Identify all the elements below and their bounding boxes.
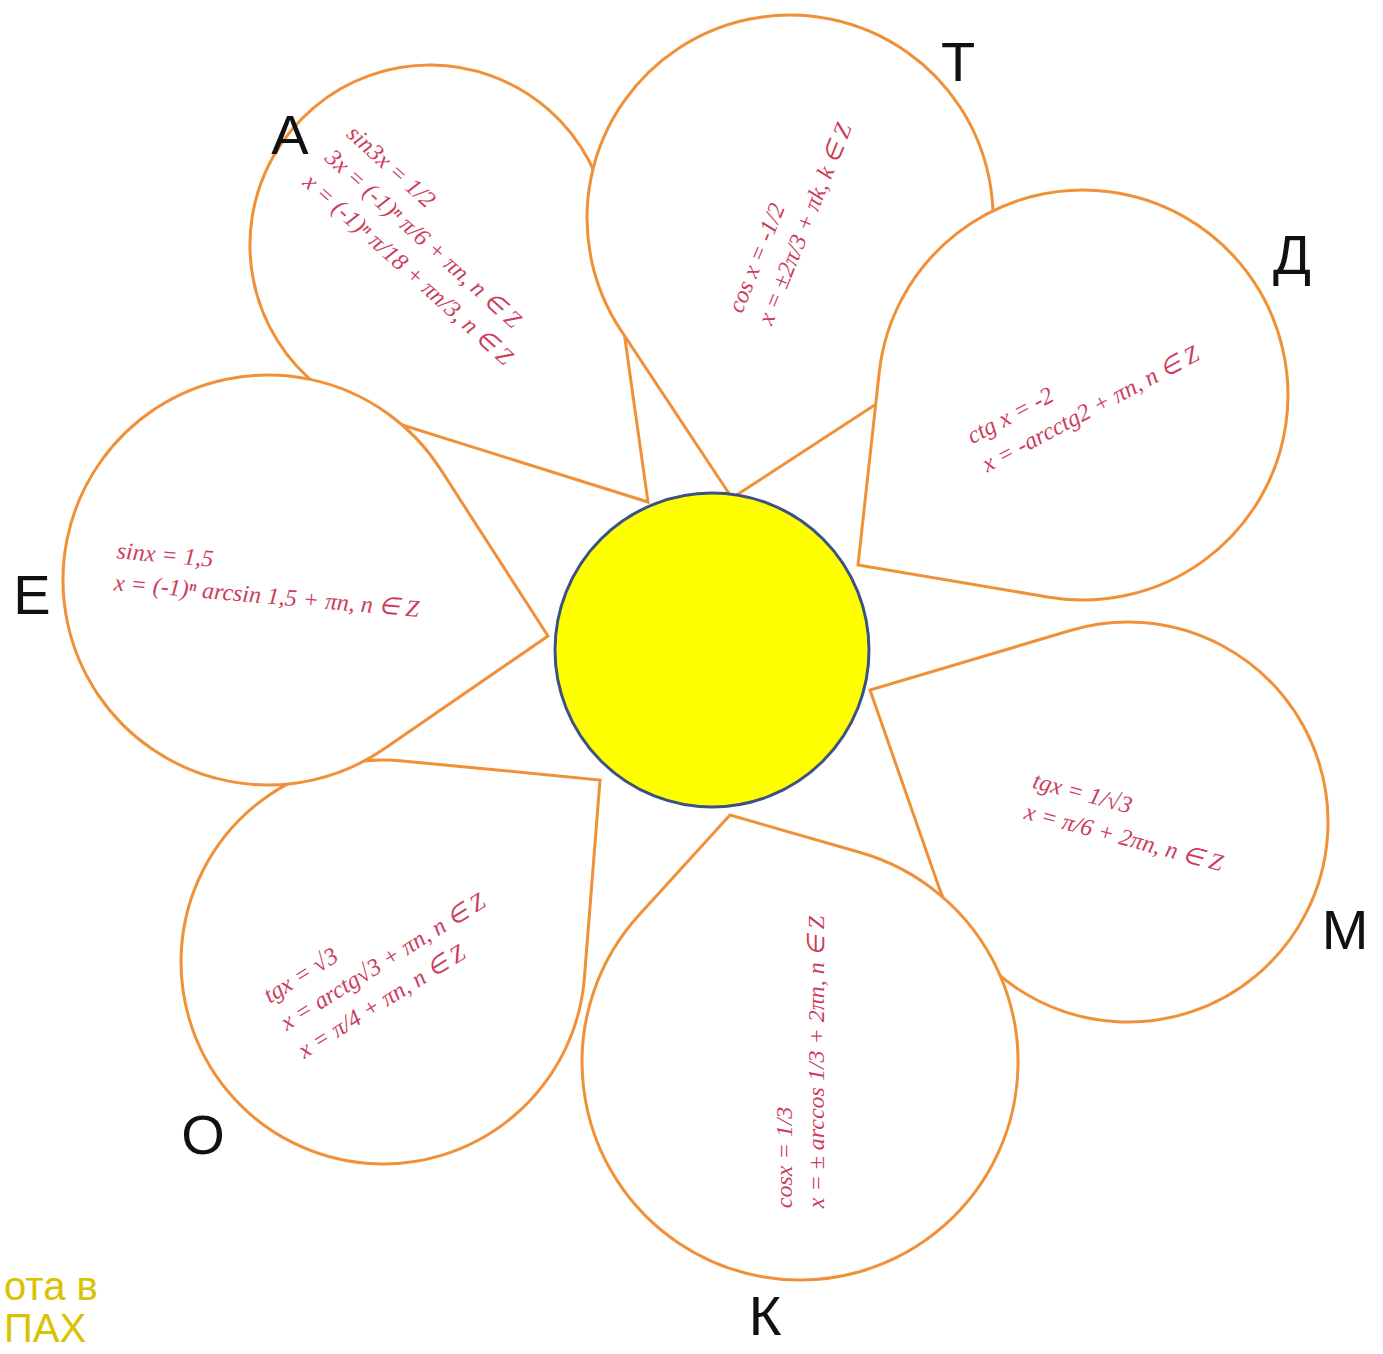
- petal-outline: [582, 844, 1018, 1280]
- flower-petal: Дctg x = -2x = -arcctg2 + πn, n ∈ Z: [878, 190, 1288, 600]
- petal-letter: М: [1322, 902, 1369, 958]
- petal-letter: Т: [941, 34, 975, 90]
- petal-letter: О: [181, 1107, 225, 1163]
- petal-letter: К: [749, 1288, 782, 1344]
- petal-text-group: cosx = 1/3x = ± arccos 1/3 + 2πn, n ∈ Z: [768, 916, 833, 1208]
- petal-shape: [181, 760, 600, 1164]
- petal-shape: [858, 190, 1288, 600]
- petal-letter: А: [271, 107, 308, 163]
- petal-letter: Е: [13, 567, 50, 623]
- flower-petal: Аsin3x = 1/23x = (-1)ⁿ π/6 + πn, n ∈ Zx …: [250, 65, 610, 425]
- flower-petal: Еsinx = 1,5x = (-1)ⁿ arcsin 1,5 + πn, n …: [63, 375, 473, 785]
- slide-note: ота в: [4, 1266, 98, 1306]
- equation-line: x = ± arccos 1/3 + 2πn, n ∈ Z: [800, 916, 832, 1208]
- flower-petal: Кcosx = 1/3x = ± arccos 1/3 + 2πn, n ∈ Z: [582, 844, 1018, 1280]
- yellow-center: [555, 493, 869, 807]
- petal-shape: [582, 815, 1018, 1280]
- slide-note: ПАХ: [4, 1308, 86, 1348]
- petal-shape: [63, 375, 548, 785]
- equation-line: cosx = 1/3: [768, 916, 800, 1208]
- flower-petal: Оtgx = √3x = arctg√3 + πn, n ∈ Zx = π/4 …: [181, 760, 585, 1164]
- petal-letter: Д: [1273, 227, 1311, 283]
